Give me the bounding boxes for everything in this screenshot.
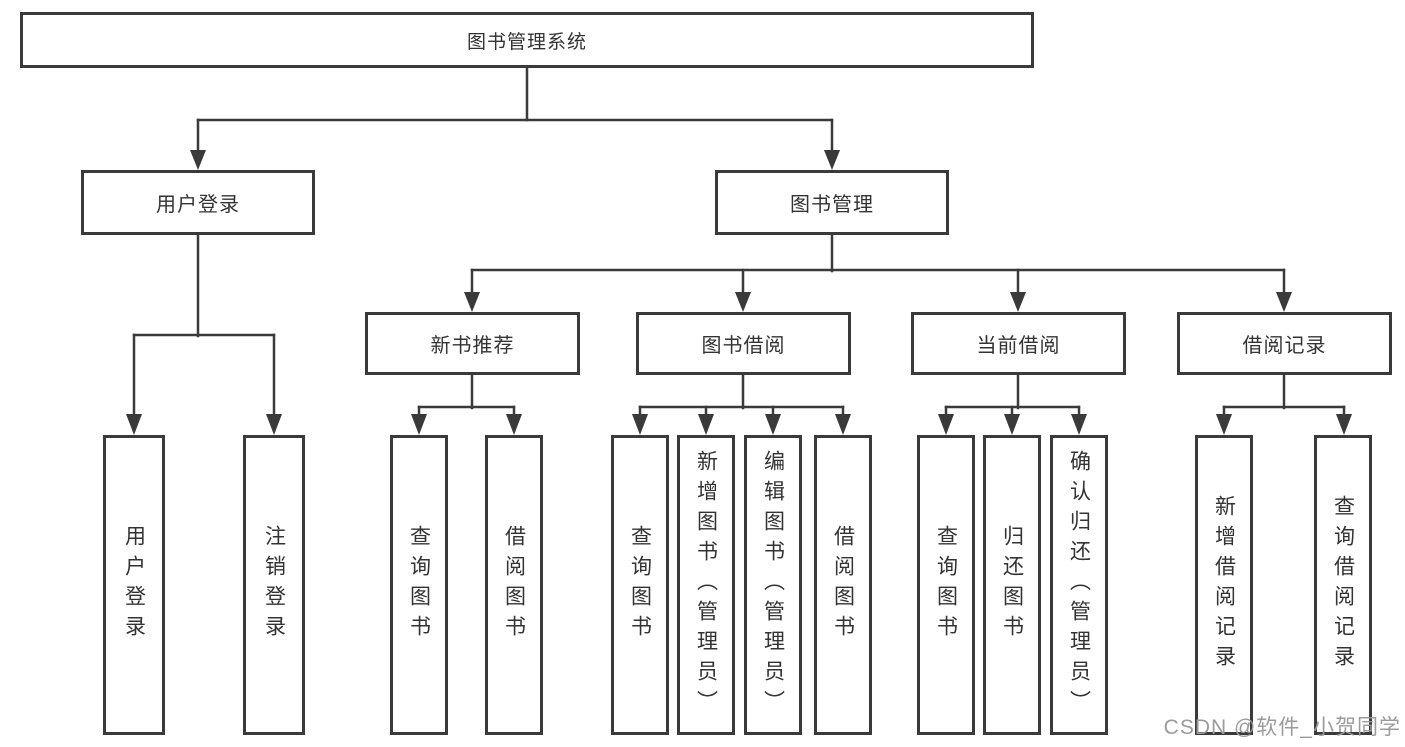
node-current-borrow: 当前借阅 <box>911 312 1126 375</box>
leaf-borrow-books: 借阅图书 <box>814 435 872 735</box>
leaf-query-borrow-record: 查询借阅记录 <box>1314 435 1372 735</box>
leaf-edit-books-admin: 编辑图书（管理员） <box>744 435 802 735</box>
connector-group <box>126 66 1352 435</box>
leaf-query-books-borrow: 查询图书 <box>611 435 669 735</box>
node-new-book-recommend: 新书推荐 <box>365 312 580 375</box>
leaf-return-books: 归还图书 <box>983 435 1041 735</box>
leaf-query-books-current: 查询图书 <box>917 435 975 735</box>
node-root: 图书管理系统 <box>20 12 1034 68</box>
leaf-borrow-books-recommend: 借阅图书 <box>485 435 543 735</box>
leaf-add-borrow-record: 新增借阅记录 <box>1195 435 1253 735</box>
leaf-add-books-admin: 新增图书（管理员） <box>677 435 735 735</box>
node-borrow-records: 借阅记录 <box>1177 312 1392 375</box>
leaf-query-books-recommend: 查询图书 <box>390 435 448 735</box>
leaf-confirm-return-admin: 确认归还（管理员） <box>1050 435 1108 735</box>
leaf-user-login: 用户登录 <box>103 435 165 735</box>
leaf-logout: 注销登录 <box>243 435 305 735</box>
node-book-borrow: 图书借阅 <box>636 312 851 375</box>
watermark: CSDN @软件_小贺同学 <box>1163 716 1401 739</box>
node-book-management: 图书管理 <box>715 170 949 235</box>
node-user-login: 用户登录 <box>81 170 315 235</box>
